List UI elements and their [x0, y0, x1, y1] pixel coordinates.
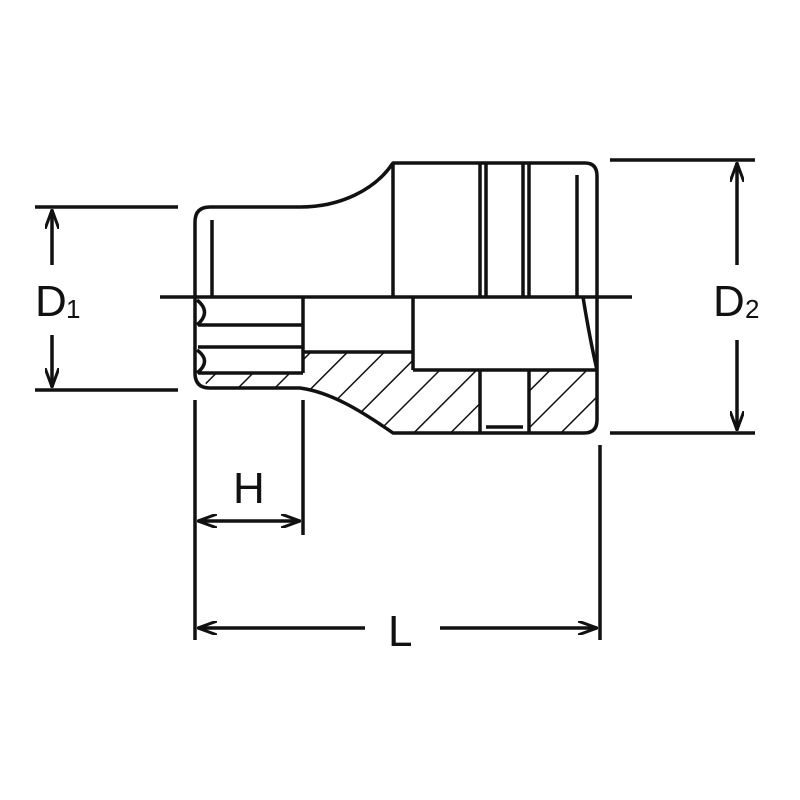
- h-label: H: [233, 464, 265, 513]
- d2-label: D: [713, 277, 745, 326]
- l-label: L: [388, 607, 412, 656]
- d2-subscript: 2: [745, 294, 759, 324]
- d1-subscript: 1: [66, 294, 80, 324]
- cross-section-hatch: [200, 352, 597, 433]
- d1-label: D: [35, 277, 67, 326]
